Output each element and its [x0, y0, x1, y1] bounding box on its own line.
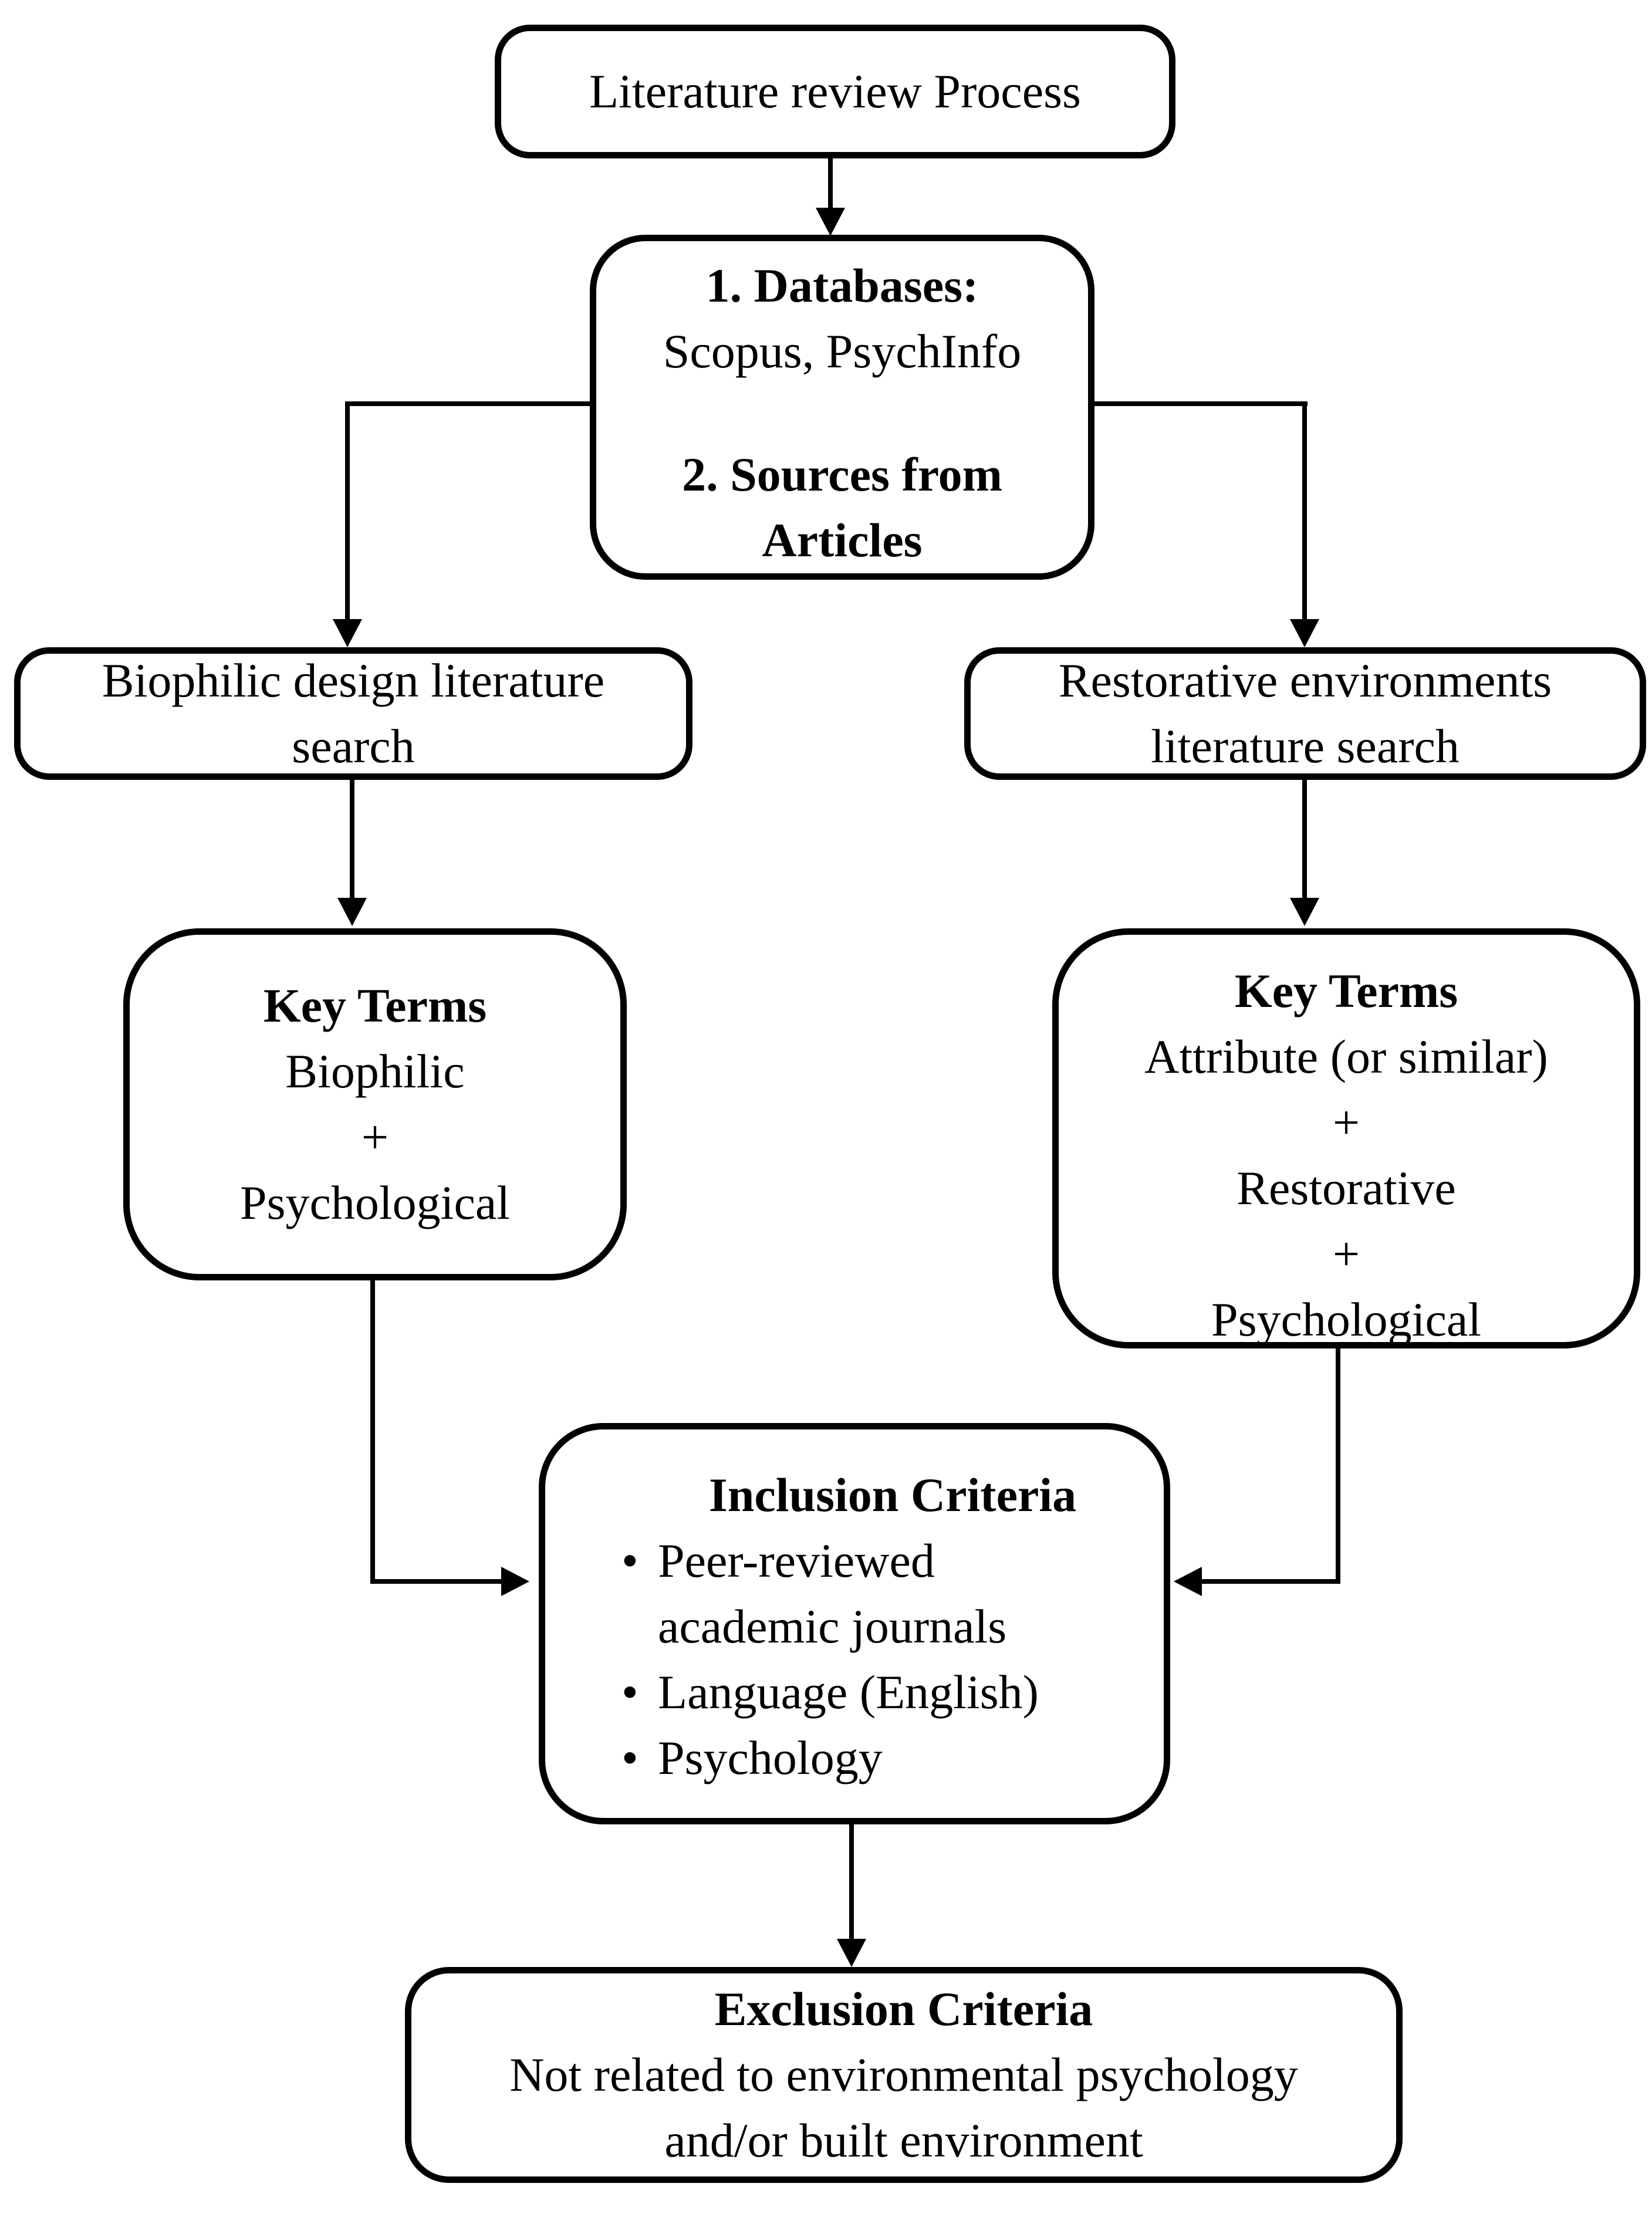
sources-heading-line2: Articles	[762, 513, 923, 567]
bullet-icon: •	[621, 1665, 638, 1719]
arrowhead-into-keyterms-right-icon	[1290, 898, 1319, 926]
connector-databases-right-vertical	[1302, 401, 1307, 620]
connector-keyterms-right-horizontal	[1202, 1579, 1340, 1584]
connector-restorative-to-keyterms	[1302, 779, 1307, 898]
key-terms-right-plus1: +	[1332, 1096, 1360, 1149]
key-terms-right-plus2: +	[1332, 1227, 1360, 1280]
key-terms-right-term2: Restorative	[1237, 1161, 1456, 1215]
key-terms-left-plus: +	[361, 1110, 389, 1164]
connector-databases-left-horizontal	[345, 401, 594, 406]
biophilic-search-line1: Biophilic design literature	[102, 654, 605, 707]
inclusion-item1-line1: Peer-reviewed	[658, 1534, 935, 1587]
inclusion-item-peer-reviewed-cont: academic journals	[621, 1594, 1006, 1659]
databases-sources-box: 1. Databases: Scopus, PsychInfo 2. Sourc…	[590, 235, 1094, 580]
connector-inclusion-to-exclusion	[849, 1823, 854, 1939]
bullet-spacer	[621, 1594, 658, 1659]
restorative-search-line2: literature search	[1151, 719, 1460, 773]
key-terms-left-title: Key Terms	[263, 979, 487, 1032]
exclusion-line1: Not related to environmental psychology	[509, 2048, 1298, 2101]
inclusion-item1-line2: academic journals	[658, 1600, 1007, 1653]
arrowhead-into-exclusion-icon	[837, 1939, 866, 1967]
bullet-icon: •	[621, 1731, 638, 1784]
connector-keyterms-left-vertical	[370, 1279, 375, 1581]
exclusion-title: Exclusion Criteria	[714, 1982, 1093, 2036]
databases-heading: 1. Databases:	[705, 259, 979, 312]
biophilic-search-box: Biophilic design literature search	[14, 647, 692, 780]
key-terms-right-term1: Attribute (or similar)	[1144, 1030, 1548, 1083]
key-terms-left-term1: Biophilic	[285, 1045, 465, 1098]
connector-keyterms-left-horizontal	[370, 1579, 502, 1584]
arrowhead-into-biophilic-search-icon	[333, 619, 362, 647]
databases-list: Scopus, PsychInfo	[663, 325, 1022, 378]
arrowhead-into-databases-icon	[816, 208, 845, 236]
biophilic-search-line2: search	[292, 719, 415, 773]
arrowhead-into-inclusion-right-icon	[1174, 1567, 1202, 1596]
inclusion-title: Inclusion Criteria	[708, 1468, 1077, 1522]
arrowhead-into-inclusion-left-icon	[501, 1567, 529, 1596]
key-terms-right-box: Key Terms Attribute (or similar) + Resto…	[1052, 928, 1640, 1348]
inclusion-criteria-box: Inclusion Criteria • Peer-reviewed acade…	[539, 1423, 1170, 1824]
connector-databases-right-horizontal	[1090, 401, 1308, 406]
inclusion-item-peer-reviewed: • Peer-reviewed	[621, 1528, 935, 1594]
restorative-search-line1: Restorative environments	[1058, 654, 1552, 707]
inclusion-item2-label: Language (English)	[658, 1665, 1039, 1719]
key-terms-right-title: Key Terms	[1234, 964, 1458, 1018]
bullet-icon: •	[621, 1534, 638, 1587]
key-terms-left-term2: Psychological	[239, 1176, 511, 1229]
process-label: Literature review Process	[589, 65, 1081, 118]
arrowhead-into-keyterms-left-icon	[337, 898, 367, 926]
process-box: Literature review Process	[495, 25, 1175, 158]
sources-heading-line1: 2. Sources from	[682, 448, 1002, 501]
inclusion-item-language: • Language (English)	[621, 1659, 1039, 1725]
inclusion-item-psychology: • Psychology	[621, 1725, 883, 1791]
exclusion-line2: and/or built environment	[664, 2114, 1143, 2167]
connector-process-to-databases	[828, 156, 833, 208]
connector-databases-left-vertical	[345, 401, 350, 620]
key-terms-right-term3: Psychological	[1211, 1293, 1482, 1346]
restorative-search-box: Restorative environments literature sear…	[964, 647, 1646, 780]
arrowhead-into-restorative-search-icon	[1290, 619, 1319, 647]
key-terms-left-box: Key Terms Biophilic + Psychological	[123, 928, 627, 1280]
exclusion-criteria-box: Exclusion Criteria Not related to enviro…	[405, 1967, 1403, 2183]
connector-keyterms-right-vertical	[1336, 1347, 1340, 1581]
inclusion-item3-label: Psychology	[658, 1731, 883, 1784]
connector-biophilic-to-keyterms	[350, 779, 354, 898]
